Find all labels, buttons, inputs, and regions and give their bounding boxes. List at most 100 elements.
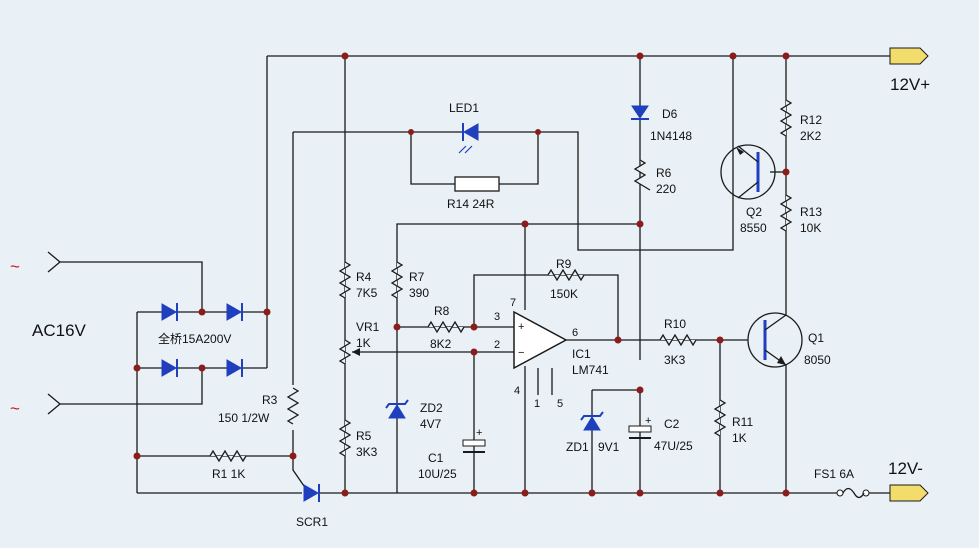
supply-neg-label: 12V- [888,459,923,478]
opamp-ic1 [513,310,568,370]
r7-label: R7 [409,270,425,284]
transistors [720,144,803,368]
r3-label: R3 [262,393,278,407]
r13-label: R13 [800,205,822,219]
wires [60,55,890,494]
ac-voltage-label: AC16V [32,321,87,340]
scr1-symbol [303,484,320,502]
led1-symbol [462,123,479,141]
c2-value: 47U/25 [654,439,693,453]
resistors [209,99,793,463]
q1-value: 8050 [804,353,831,367]
zd2-label: ZD2 [420,401,443,415]
resistor-r6 [633,159,651,191]
r12-label: R12 [800,113,822,127]
labels: ~ ~ AC16V 12V+ 12V- 全桥15A200V LED1 R14 2… [10,75,930,529]
zener-zd1 [583,416,601,431]
zener-zd2 [388,404,406,419]
resistor-r3 [286,387,300,425]
c1-value: 10U/25 [418,467,457,481]
r3-value: 150 1/2W [218,411,270,425]
d6-value: 1N4148 [650,129,692,143]
c1-label: C1 [428,451,444,465]
pin-6: 6 [572,327,578,339]
pin-4: 4 [514,385,520,397]
r11-value: 1K [732,431,747,445]
resistor-r12 [779,99,793,137]
pin-3: 3 [494,311,500,323]
r1-label: R1 1K [212,467,245,481]
pin-1: 1 [534,398,540,410]
r14-label: R14 24R [447,197,495,211]
ac-symbol-1: ~ [10,257,20,276]
fuse-fs1 [842,487,865,499]
diode-d6 [631,105,649,119]
opamp-plus: + [518,321,524,333]
vr1-value: 1K [356,336,371,350]
wire-r3-bot [292,430,305,487]
wire-led-q2 [293,56,734,251]
terminal-12v-plus [889,47,929,65]
resistor-r11 [713,399,727,437]
r11-label: R11 [732,415,753,429]
scr1-label: SCR1 [296,515,328,529]
wire-ac2 [60,368,203,405]
resistor-r1 [209,449,247,463]
resistor-r10 [659,333,697,347]
pin-5: 5 [557,398,563,410]
ic1-label: IC1 [572,347,591,361]
resistor-r7 [390,261,404,299]
ac-input-1 [47,251,62,273]
zd1-value: 9V1 [598,440,620,454]
c2-plus: + [645,415,651,427]
q1-label: Q1 [808,331,824,345]
transistor-q2 [720,144,776,200]
q2-value: 8550 [740,221,767,235]
r4-value: 7K5 [356,286,378,300]
wire-r9 [473,274,619,340]
opamp-minus: − [518,347,524,359]
bridge-label: 全桥15A200V [158,331,231,346]
capacitor-c2 [628,425,652,433]
led1-label: LED1 [449,101,479,115]
r10-value: 3K3 [664,353,686,367]
resistor-r5 [338,419,352,457]
vr1-wiper-arrow [352,348,360,356]
terminal-12v-minus [889,484,929,502]
diodes [161,105,649,502]
vr1-label: VR1 [356,320,380,334]
potentiometer-vr1 [338,339,352,365]
r8-value: 8K2 [430,337,452,351]
r5-value: 3K3 [356,445,378,459]
wire-ac1 [60,261,203,312]
r8-label: R8 [434,304,450,318]
c2-label: C2 [664,417,680,431]
ic1-value: LM741 [572,363,609,377]
resistor-r4 [338,261,352,299]
r6-label: R6 [656,166,672,180]
r9-label: R9 [556,257,572,271]
capacitor-c1 [462,439,486,447]
ac-input-2 [47,393,62,415]
r13-value: 10K [800,221,821,235]
led-light-icon [458,145,473,154]
pin-2: 2 [494,339,500,351]
r12-value: 2K2 [800,129,822,143]
resistor-r14 [454,176,500,192]
junctions [133,52,790,497]
r9-value: 150K [550,287,578,301]
capacitors [462,425,652,453]
fs1-label: FS1 6A [814,467,854,481]
r7-value: 390 [409,286,429,300]
zd2-value: 4V7 [420,417,442,431]
zd1-label: ZD1 [566,440,589,454]
ac-symbol-2: ~ [10,399,20,418]
resistor-r8 [427,320,465,334]
c1-plus: + [476,427,482,439]
q2-label: Q2 [746,205,762,219]
resistor-r13 [779,194,793,232]
resistor-r9 [547,268,585,282]
transistor-q1 [747,312,803,368]
